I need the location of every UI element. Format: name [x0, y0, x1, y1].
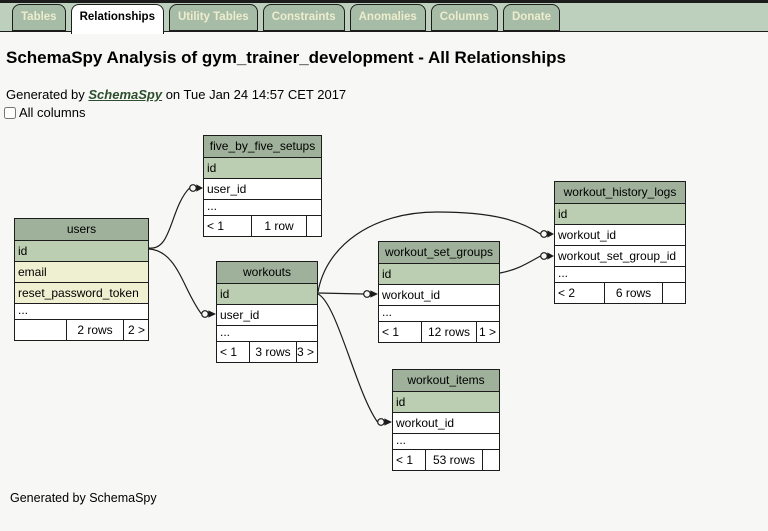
generated-byline: Generated by SchemaSpy on Tue Jan 24 14:…: [6, 87, 768, 102]
parents-count: < 1: [207, 219, 225, 233]
column-ellipsis: ...: [393, 434, 499, 450]
generated-suffix: on Tue Jan 24 14:57 CET 2017: [162, 87, 347, 102]
fk-arrow-marker: [196, 184, 203, 192]
fk-arrow-marker: [208, 310, 216, 318]
row-count: 53 rows: [425, 450, 482, 470]
fk-circle-marker: [363, 290, 371, 298]
parents-count: < 1: [220, 345, 238, 359]
column-ellipsis: ...: [379, 306, 499, 322]
parents-count: < 2: [558, 286, 576, 300]
fk-circle-marker: [201, 310, 209, 318]
children-count: [306, 216, 321, 236]
tab-donate[interactable]: Donate: [502, 4, 560, 31]
fk-line-workout_set_groups.id-to-workout_history_logs.workout_set_group_id: [499, 255, 541, 274]
table-name[interactable]: workouts: [217, 262, 317, 284]
column-reset_password_token: reset_password_token: [15, 283, 148, 304]
column-id: id: [15, 241, 148, 262]
fk-circle-marker: [189, 184, 197, 192]
tab-tables[interactable]: Tables: [12, 4, 66, 31]
footer-text: Generated by SchemaSpy: [10, 491, 157, 505]
column-id: id: [555, 204, 685, 225]
row-count: 1 row: [251, 216, 306, 236]
column-id: id: [204, 158, 321, 179]
children-count: 2 >: [123, 320, 148, 340]
parents-count: < 1: [382, 325, 400, 339]
tab-constraints[interactable]: Constraints: [262, 4, 345, 31]
column-workout_set_group_id: workout_set_group_id: [555, 246, 685, 267]
column-id: id: [379, 264, 499, 285]
column-ellipsis: ...: [204, 200, 321, 216]
fk-arrow-marker: [384, 418, 392, 426]
table-stats: < 1 53 rows: [393, 450, 499, 470]
fk-arrow-marker: [370, 290, 378, 298]
column-email: email: [15, 262, 148, 283]
fk-arrow-marker: [547, 252, 554, 260]
tab-columns[interactable]: Columns: [430, 4, 498, 31]
column-user_id: user_id: [217, 305, 317, 326]
parents-count: < 1: [396, 453, 414, 467]
column-id: id: [393, 392, 499, 413]
schemaspy-link[interactable]: SchemaSpy: [88, 87, 163, 102]
children-count: 1 >: [476, 322, 499, 342]
table-name[interactable]: workout_set_groups: [379, 242, 499, 264]
children-count: 3 >: [296, 342, 317, 362]
column-ellipsis: ...: [15, 304, 148, 320]
column-workout_id: workout_id: [393, 413, 499, 434]
children-count: [662, 283, 685, 303]
column-user_id: user_id: [204, 179, 321, 200]
row-count: 3 rows: [249, 342, 296, 362]
row-count: 6 rows: [604, 283, 662, 303]
fk-circle-marker: [540, 230, 548, 238]
tab-anomalies[interactable]: Anomalies: [349, 4, 426, 31]
table-stats: < 2 6 rows: [555, 283, 685, 303]
table-name[interactable]: workout_items: [393, 370, 499, 392]
fk-line-workouts.id-to-workout_items.workout_id: [317, 293, 378, 423]
column-ellipsis: ...: [555, 267, 685, 283]
table-name[interactable]: five_by_five_setups: [204, 136, 321, 158]
table-stats: < 1 1 row: [204, 216, 321, 236]
row-count: 2 rows: [66, 320, 123, 340]
column-ellipsis: ...: [217, 326, 317, 342]
table-name[interactable]: workout_history_logs: [555, 182, 685, 204]
row-count: 12 rows: [421, 322, 476, 342]
all-columns-control: All columns: [4, 105, 768, 120]
column-workout_id: workout_id: [379, 285, 499, 306]
tab-utility-tables[interactable]: Utility Tables: [168, 4, 258, 31]
column-workout_id: workout_id: [555, 225, 685, 246]
all-columns-checkbox[interactable]: [4, 106, 16, 119]
fk-line-workouts.id-to-workout_history_logs.workout_id: [317, 211, 541, 293]
fk-line-users.id-to-workouts.user_id: [148, 248, 202, 315]
parents-count: [15, 320, 66, 340]
fk-arrow-marker: [547, 230, 554, 238]
tab-relationships[interactable]: Relationships: [70, 4, 164, 34]
children-count: [482, 450, 499, 470]
column-id: id: [217, 284, 317, 305]
fk-line-users.id-to-five_by_five_setups.user_id: [148, 187, 190, 249]
fk-line-workouts.id-to-workout_set_groups.workout_id: [317, 292, 364, 295]
table-name[interactable]: users: [15, 219, 148, 241]
all-columns-label: All columns: [19, 105, 86, 120]
fk-circle-marker: [377, 418, 385, 426]
fk-circle-marker: [540, 252, 548, 260]
page-title: SchemaSpy Analysis of gym_trainer_develo…: [6, 48, 566, 67]
generated-prefix: Generated by: [6, 87, 89, 102]
